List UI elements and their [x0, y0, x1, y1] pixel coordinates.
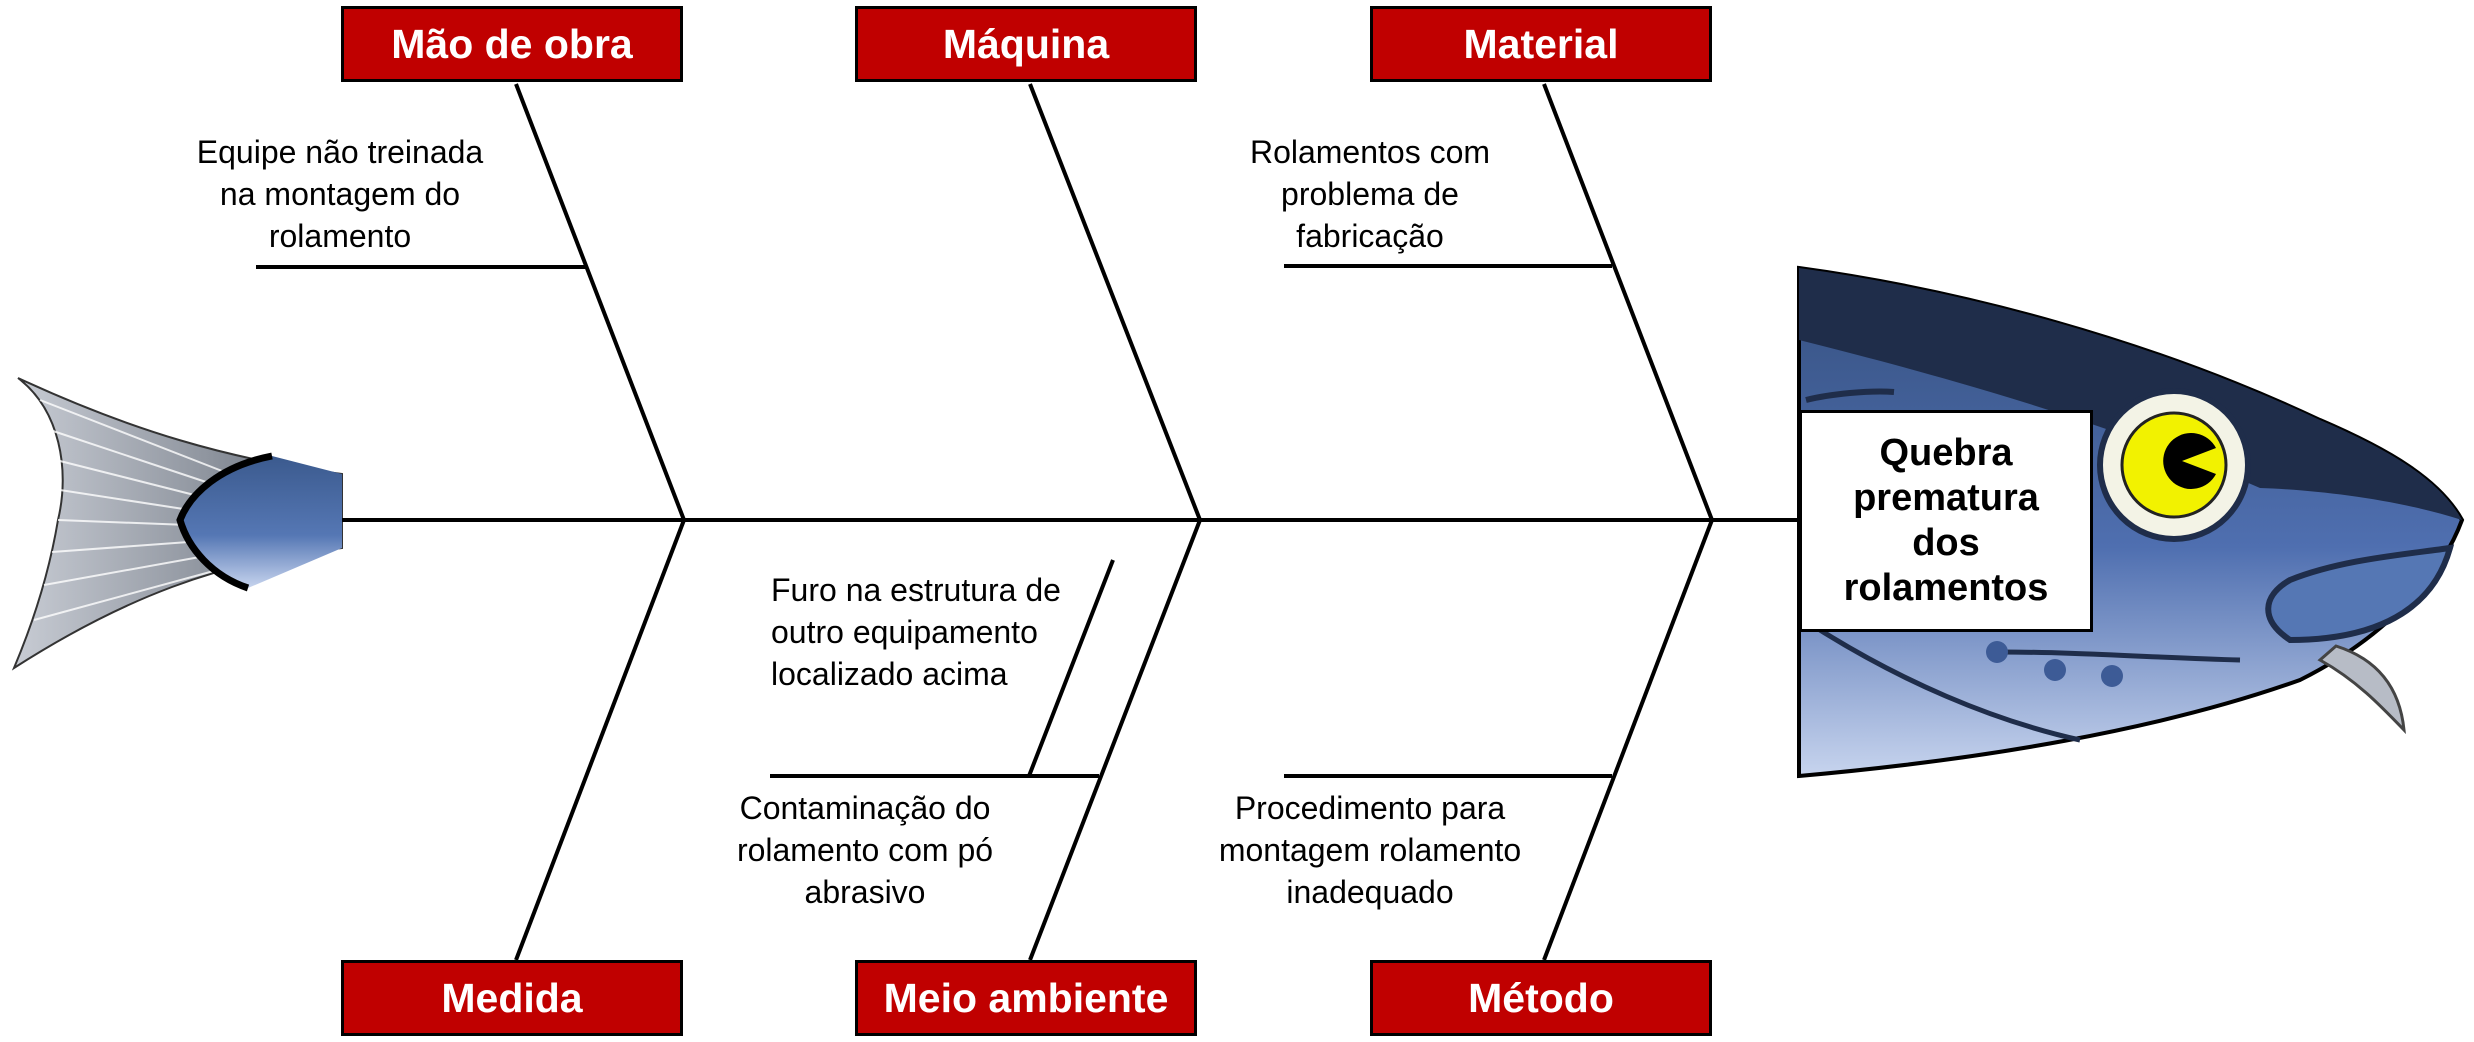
category-meio-ambiente: Meio ambiente — [855, 960, 1197, 1036]
cause-meio-ambiente-1: Furo na estrutura de outro equipamento l… — [771, 572, 1061, 692]
fish-tail — [11, 377, 343, 671]
cause-mao-de-obra-1: Equipe não treinada na montagem do rolam… — [196, 134, 484, 254]
category-maquina: Máquina — [855, 6, 1197, 82]
category-medida: Medida — [341, 960, 683, 1036]
effect-box: Quebra prematura dos rolamentos — [1799, 410, 2093, 632]
category-mao-de-obra: Mão de obra — [341, 6, 683, 82]
category-metodo: Método — [1370, 960, 1712, 1036]
fishbone-lines — [256, 83, 1799, 961]
effect-label: Quebra prematura dos rolamentos — [1843, 432, 2049, 609]
fish-eye-icon — [2097, 388, 2251, 542]
cause-metodo-1: Procedimento para montagem rolamento ina… — [1218, 790, 1522, 910]
cause-meio-ambiente-2: Contaminação do rolamento com pó abrasiv… — [736, 790, 994, 910]
category-material: Material — [1370, 6, 1712, 82]
cause-material-1: Rolamentos com problema de fabricação — [1249, 134, 1491, 254]
